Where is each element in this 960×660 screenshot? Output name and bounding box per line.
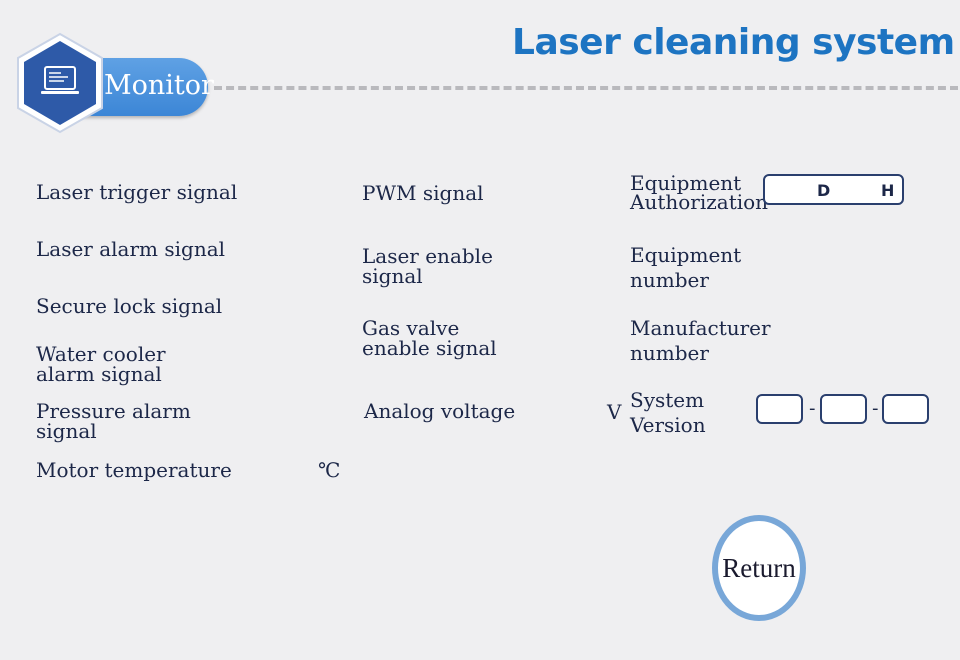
system-version-minor-field[interactable]	[820, 394, 867, 424]
laser-enable-label-line2: signal	[362, 264, 423, 288]
version-separator: -	[872, 398, 879, 419]
water-cooler-alarm-label-line2: alarm signal	[36, 362, 162, 386]
equipment-authorization-field[interactable]: D H	[763, 174, 904, 205]
manufacturer-number-label-line2: number	[630, 341, 709, 365]
motor-temperature-label: Motor temperature	[36, 458, 232, 482]
gas-valve-label-line1: Gas valve	[362, 316, 460, 340]
water-cooler-alarm-label-line1: Water cooler	[36, 342, 166, 366]
header-divider	[214, 86, 958, 90]
system-version-patch-field[interactable]	[882, 394, 929, 424]
manufacturer-number-label-line1: Manufacturer	[630, 316, 771, 340]
return-button[interactable]: Return	[712, 515, 806, 621]
monitor-tab-label: Monitor	[104, 70, 214, 101]
pressure-alarm-label-line2: signal	[36, 419, 97, 443]
laser-alarm-signal-label: Laser alarm signal	[36, 237, 226, 261]
pwm-signal-label: PWM signal	[362, 181, 484, 205]
authorization-days-unit: D	[817, 181, 831, 200]
monitor-icon	[41, 66, 79, 94]
page-title: Laser cleaning system	[512, 22, 955, 63]
system-version-label-line2: Version	[630, 413, 706, 437]
equipment-authorization-label-line1: Equipment	[630, 171, 742, 195]
equipment-authorization-label-line2: Authorization	[630, 190, 769, 214]
secure-lock-signal-label: Secure lock signal	[36, 294, 223, 318]
authorization-hours-unit: H	[881, 181, 895, 200]
gas-valve-label-line2: enable signal	[362, 336, 497, 360]
analog-voltage-unit: V	[607, 400, 622, 424]
system-version-label-line1: System	[630, 388, 705, 412]
laser-trigger-signal-label: Laser trigger signal	[36, 180, 238, 204]
equipment-number-label-line2: number	[630, 268, 709, 292]
equipment-number-label-line1: Equipment	[630, 243, 742, 267]
laser-enable-label-line1: Laser enable	[362, 244, 493, 268]
analog-voltage-label: Analog voltage	[364, 399, 516, 423]
version-separator: -	[809, 398, 816, 419]
pressure-alarm-label-line1: Pressure alarm	[36, 399, 191, 423]
system-version-major-field[interactable]	[756, 394, 803, 424]
monitor-badge	[16, 32, 104, 134]
motor-temperature-unit: ℃	[318, 458, 341, 482]
